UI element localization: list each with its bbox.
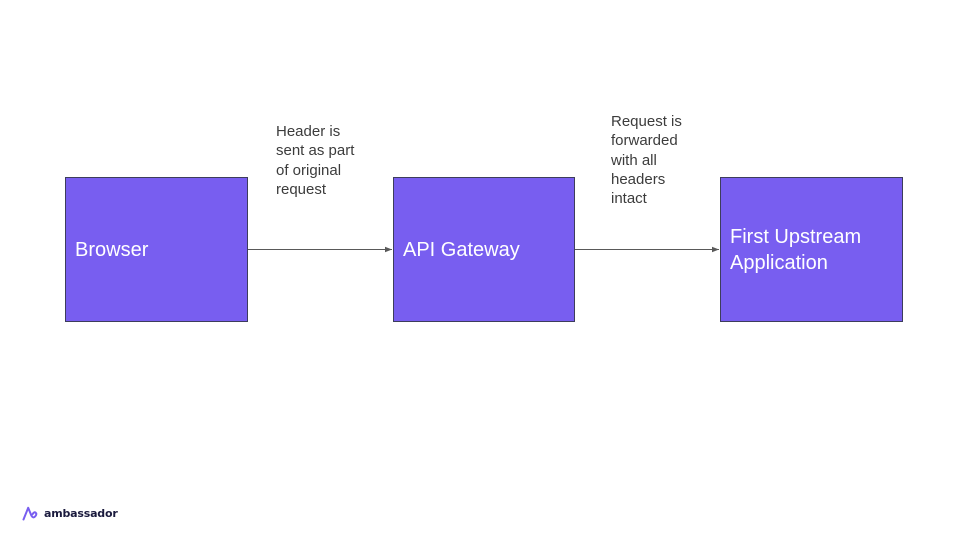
first-upstream-application-node: First Upstream Application [720, 177, 903, 322]
ambassador-logo: ambassador [22, 504, 118, 522]
edge-label-browser-to-gateway: Header is sent as part of original reque… [276, 123, 355, 198]
api-gateway-node: API Gateway [393, 177, 575, 322]
edge-label-gateway-to-upstream: Request is forwarded with all headers in… [611, 113, 682, 208]
browser-node: Browser [65, 177, 248, 322]
ambassador-logo-icon [22, 506, 39, 521]
browser-node-label: Browser [75, 238, 149, 261]
ambassador-logo-text: ambassador [44, 506, 118, 520]
first-upstream-application-node-label: First Upstream Application [730, 225, 862, 274]
api-gateway-node-label: API Gateway [403, 238, 520, 261]
